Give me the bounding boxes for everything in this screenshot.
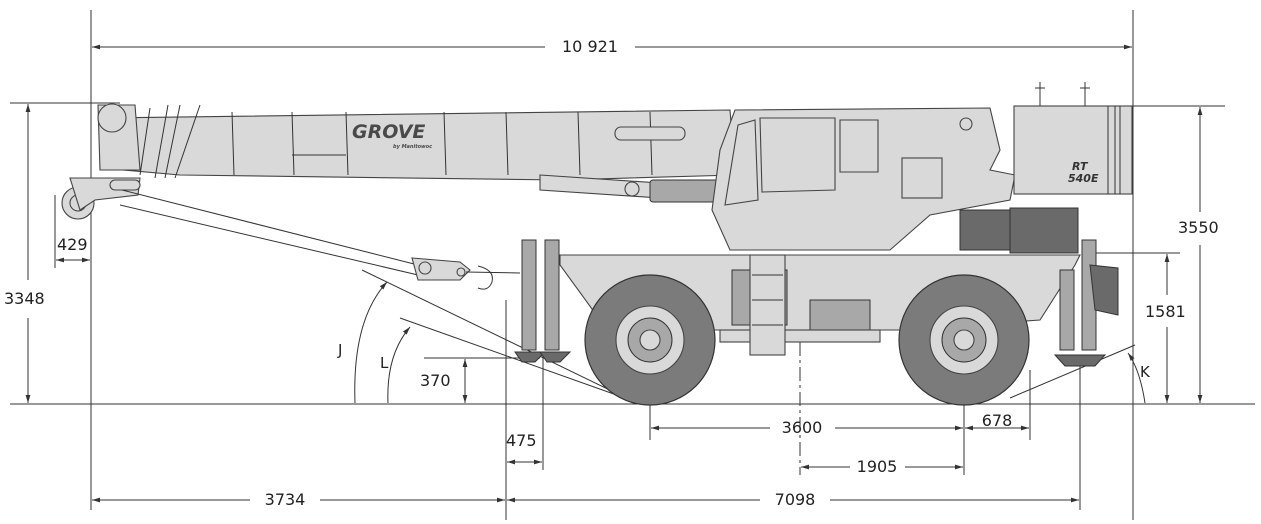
model-line2: 540E [1068, 172, 1099, 185]
dim-rear-overhang: 678 [982, 411, 1013, 430]
crane-illustration [61, 82, 1133, 406]
angle-lines [354, 269, 1146, 404]
dim-wheelbase: 3600 [782, 418, 823, 437]
dim-overall-height: 3550 [1178, 218, 1219, 237]
dim-boom-height: 3348 [4, 289, 45, 308]
angle-label-j: J [337, 341, 342, 359]
dim-ground-clearance: 370 [420, 371, 451, 390]
dim-deck-height: 1581 [1145, 302, 1186, 321]
model-line1: RT [1072, 160, 1089, 173]
dim-rear-axle-to-center: 1905 [857, 457, 898, 476]
dim-boom-overhang: 429 [57, 235, 88, 254]
angle-label-k: K [1140, 363, 1151, 381]
dim-overall-length: 10 921 [562, 37, 618, 56]
dim-front-overhang: 3734 [265, 490, 306, 509]
dimension-lines [25, 44, 1203, 503]
dim-outrigger-span: 7098 [775, 490, 816, 509]
angle-label-l: L [380, 354, 389, 372]
manitowoc-sublogo: by Manitowoc [393, 144, 432, 150]
grove-logo: GROVE [352, 121, 425, 143]
dim-outrigger-offset: 475 [506, 431, 537, 450]
